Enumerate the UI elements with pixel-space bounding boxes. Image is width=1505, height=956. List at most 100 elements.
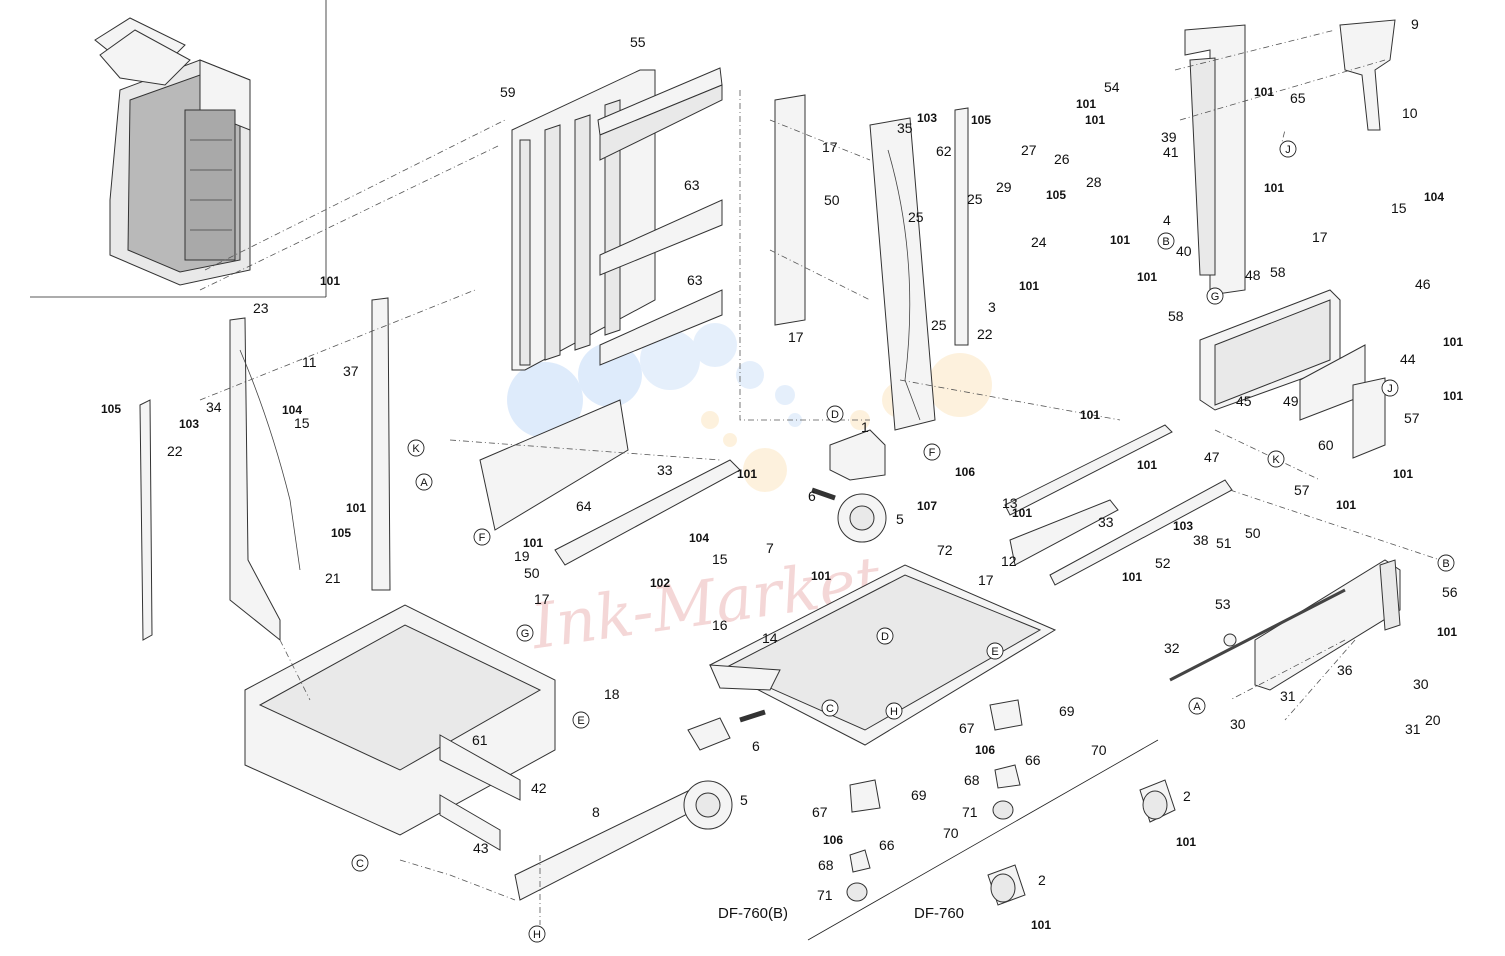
part-callout-16: 16 (712, 617, 728, 633)
overview-inset (30, 0, 327, 298)
ref-marker-a: A (1188, 697, 1206, 715)
part-callout-30: 30 (1230, 716, 1246, 732)
ref-marker-b: B (1157, 232, 1175, 250)
part-callout-50: 50 (824, 192, 840, 208)
ref-marker-j: J (1279, 140, 1297, 158)
part-callout-101: 101 (1080, 408, 1100, 422)
part-callout-39: 39 (1161, 129, 1177, 145)
part-callout-25: 25 (908, 209, 924, 225)
part-callout-101: 101 (1254, 85, 1274, 99)
parts-artwork (139, 19, 1441, 941)
part-callout-34: 34 (206, 399, 222, 415)
svg-text:A: A (1193, 701, 1201, 713)
part-callout-103: 103 (1173, 519, 1193, 533)
part-callout-17: 17 (978, 572, 994, 588)
part-callout-102: 102 (650, 576, 670, 590)
svg-text:G: G (521, 628, 530, 640)
part-callout-101: 101 (1031, 918, 1051, 932)
part-callout-60: 60 (1318, 437, 1334, 453)
part-callout-35: 35 (897, 120, 913, 136)
part-callout-8: 8 (592, 804, 600, 820)
ref-marker-k: K (407, 439, 425, 457)
part-callout-101: 101 (1122, 570, 1142, 584)
part-callout-101: 101 (1085, 113, 1105, 127)
part-callout-63: 63 (684, 177, 700, 193)
part-callout-50: 50 (524, 565, 540, 581)
part-callout-71: 71 (962, 804, 978, 820)
part-callout-106: 106 (975, 743, 995, 757)
finisher-overview-image (94, 17, 251, 286)
svg-text:F: F (479, 532, 486, 544)
part-callout-101: 101 (1019, 279, 1039, 293)
svg-text:C: C (356, 858, 364, 870)
svg-text:H: H (533, 929, 541, 941)
part-callout-72: 72 (937, 542, 953, 558)
part-callout-53: 53 (1215, 596, 1231, 612)
part-callout-7: 7 (766, 540, 774, 556)
part-callout-58: 58 (1270, 264, 1286, 280)
svg-text:D: D (881, 631, 889, 643)
part-callout-69: 69 (911, 787, 927, 803)
part-callout-41: 41 (1163, 144, 1179, 160)
part-callout-23: 23 (253, 300, 269, 316)
part-callout-50: 50 (1245, 525, 1261, 541)
part-callout-19: 19 (514, 548, 530, 564)
part-callout-107: 107 (917, 499, 937, 513)
part-callout-101: 101 (1393, 467, 1413, 481)
part-callout-106: 106 (955, 465, 975, 479)
part-callout-14: 14 (762, 630, 778, 646)
part-callout-70: 70 (1091, 742, 1107, 758)
part-callout-49: 49 (1283, 393, 1299, 409)
part-callout-71: 71 (817, 887, 833, 903)
part-callout-22: 22 (977, 326, 993, 342)
part-callout-64: 64 (576, 498, 592, 514)
part-callout-101: 101 (1012, 506, 1032, 520)
ref-marker-j: J (1381, 379, 1399, 397)
part-callout-55: 55 (630, 34, 646, 50)
part-callout-2: 2 (1038, 872, 1046, 888)
part-callout-29: 29 (996, 179, 1012, 195)
part-callout-51: 51 (1216, 535, 1232, 551)
svg-text:E: E (991, 646, 998, 658)
part-callout-42: 42 (531, 780, 547, 796)
part-callout-46: 46 (1415, 276, 1431, 292)
model-label-df760: DF-760 (914, 905, 964, 922)
part-callout-2: 2 (1183, 788, 1191, 804)
ref-marker-e: E (572, 711, 590, 729)
part-callout-103: 103 (179, 417, 199, 431)
part-callout-31: 31 (1280, 688, 1296, 704)
part-callout-43: 43 (473, 840, 489, 856)
part-callout-15: 15 (1391, 200, 1407, 216)
part-callout-1: 1 (861, 419, 869, 435)
part-callout-101: 101 (1176, 835, 1196, 849)
svg-text:K: K (1272, 454, 1280, 466)
part-callout-36: 36 (1337, 662, 1353, 678)
part-callout-56: 56 (1442, 584, 1458, 600)
part-callout-21: 21 (325, 570, 341, 586)
svg-text:J: J (1285, 144, 1291, 156)
svg-text:C: C (826, 703, 834, 715)
part-callout-58: 58 (1168, 308, 1184, 324)
part-callout-101: 101 (1076, 97, 1096, 111)
part-callout-101: 101 (1264, 181, 1284, 195)
part-callout-48: 48 (1245, 267, 1261, 283)
part-callout-17: 17 (534, 591, 550, 607)
ref-marker-g: G (516, 624, 534, 642)
part-callout-101: 101 (1437, 625, 1457, 639)
svg-text:B: B (1162, 236, 1169, 248)
part-callout-15: 15 (712, 551, 728, 567)
part-callout-101: 101 (523, 536, 543, 550)
part-callout-70: 70 (943, 825, 959, 841)
model-label-df760b: DF-760(B) (718, 905, 788, 922)
ref-marker-a: A (415, 473, 433, 491)
part-callout-32: 32 (1164, 640, 1180, 656)
part-callout-4: 4 (1163, 212, 1171, 228)
part-callout-101: 101 (320, 274, 340, 288)
part-callout-59: 59 (500, 84, 516, 100)
part-callout-17: 17 (1312, 229, 1328, 245)
part-callout-104: 104 (282, 403, 302, 417)
svg-text:F: F (929, 447, 936, 459)
svg-text:D: D (831, 409, 839, 421)
ref-marker-c: C (351, 854, 369, 872)
